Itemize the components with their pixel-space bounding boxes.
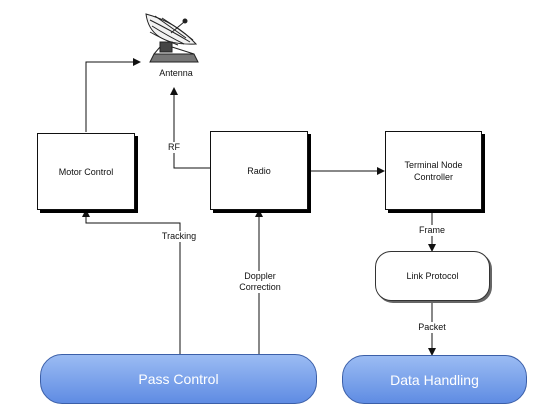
- satellite-dish-icon: [145, 13, 199, 63]
- edge-radio-to-antenna: [170, 87, 210, 169]
- radio-label: Radio: [247, 165, 271, 176]
- edge-pass-to-motor: [82, 209, 181, 354]
- rf-label: RF: [166, 142, 182, 153]
- doppler-correction-label: Doppler Correction: [232, 271, 288, 293]
- tnc-label-line2: Controller: [413, 171, 453, 182]
- antenna-label: Antenna: [146, 68, 206, 79]
- link-protocol-label: Link Protocol: [406, 271, 459, 281]
- pass-control-pill: Pass Control: [40, 354, 317, 404]
- motor-control-box: Motor Control: [37, 133, 135, 210]
- frame-label: Frame: [414, 225, 450, 236]
- tnc-label-line1: Terminal Node: [404, 159, 463, 170]
- pass-control-label: Pass Control: [138, 371, 219, 387]
- data-handling-label: Data Handling: [390, 371, 479, 388]
- terminal-node-controller-box: Terminal Node Controller: [385, 131, 482, 210]
- doppler-label-line1: Doppler: [244, 271, 276, 281]
- edge-motor-to-antenna: [85, 58, 141, 132]
- radio-box: Radio: [210, 131, 308, 210]
- packet-label: Packet: [411, 322, 453, 333]
- tracking-label: Tracking: [157, 231, 201, 242]
- data-handling-pill: Data Handling: [342, 355, 527, 404]
- link-protocol-box: Link Protocol: [375, 251, 490, 301]
- doppler-label-line2: Correction: [239, 282, 281, 292]
- motor-control-label: Motor Control: [58, 166, 114, 177]
